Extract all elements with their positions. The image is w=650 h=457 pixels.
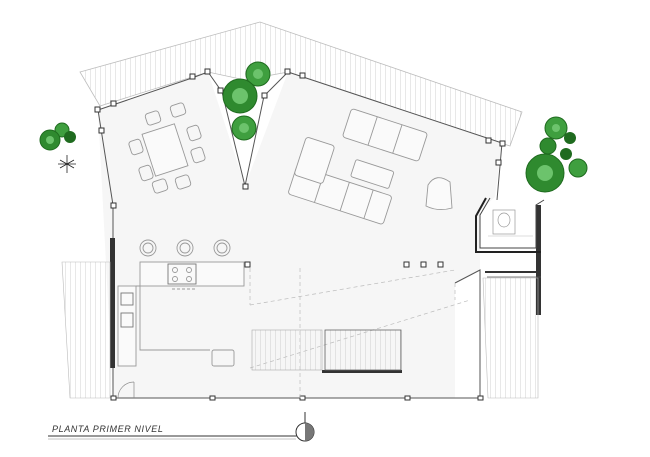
- column-icon: [284, 68, 291, 75]
- column-icon: [495, 159, 502, 166]
- column-icon: [244, 261, 251, 268]
- column-icon: [499, 140, 506, 147]
- staircase: [251, 329, 402, 371]
- column-icon: [98, 127, 105, 134]
- terrace-deck: [61, 261, 111, 399]
- column-icon: [404, 395, 411, 401]
- column-icon: [110, 395, 117, 401]
- column-icon: [209, 395, 216, 401]
- column-icon: [299, 395, 306, 401]
- dining-table: [128, 102, 206, 194]
- column-icon: [437, 261, 444, 268]
- column-icon: [110, 100, 117, 107]
- columns: [94, 68, 506, 401]
- column-icon: [477, 395, 484, 401]
- kitchen: [117, 239, 245, 367]
- tree-icon: [39, 122, 76, 173]
- column-icon: [299, 72, 306, 79]
- column-icon: [242, 183, 249, 190]
- column-icon: [94, 106, 101, 113]
- column-icon: [110, 202, 117, 209]
- living-sofas: [288, 108, 453, 225]
- column-icon: [204, 68, 211, 75]
- plan-title-block: PLANTA PRIMER NIVEL: [48, 424, 300, 440]
- column-icon: [261, 92, 268, 99]
- tree-icon: [222, 61, 271, 141]
- plan-title: PLANTA PRIMER NIVEL: [52, 424, 163, 434]
- entry-deck: [482, 277, 539, 399]
- column-icon: [189, 73, 196, 80]
- column-icon: [420, 261, 427, 268]
- column-icon: [403, 261, 410, 268]
- bathroom: [475, 197, 545, 253]
- entry-wall: [485, 271, 541, 278]
- column-icon: [217, 87, 224, 94]
- column-icon: [485, 137, 492, 144]
- north-arrow-icon: [295, 412, 315, 442]
- door: [117, 381, 135, 399]
- thick-walls: [110, 205, 541, 373]
- tree-icon: [525, 116, 588, 193]
